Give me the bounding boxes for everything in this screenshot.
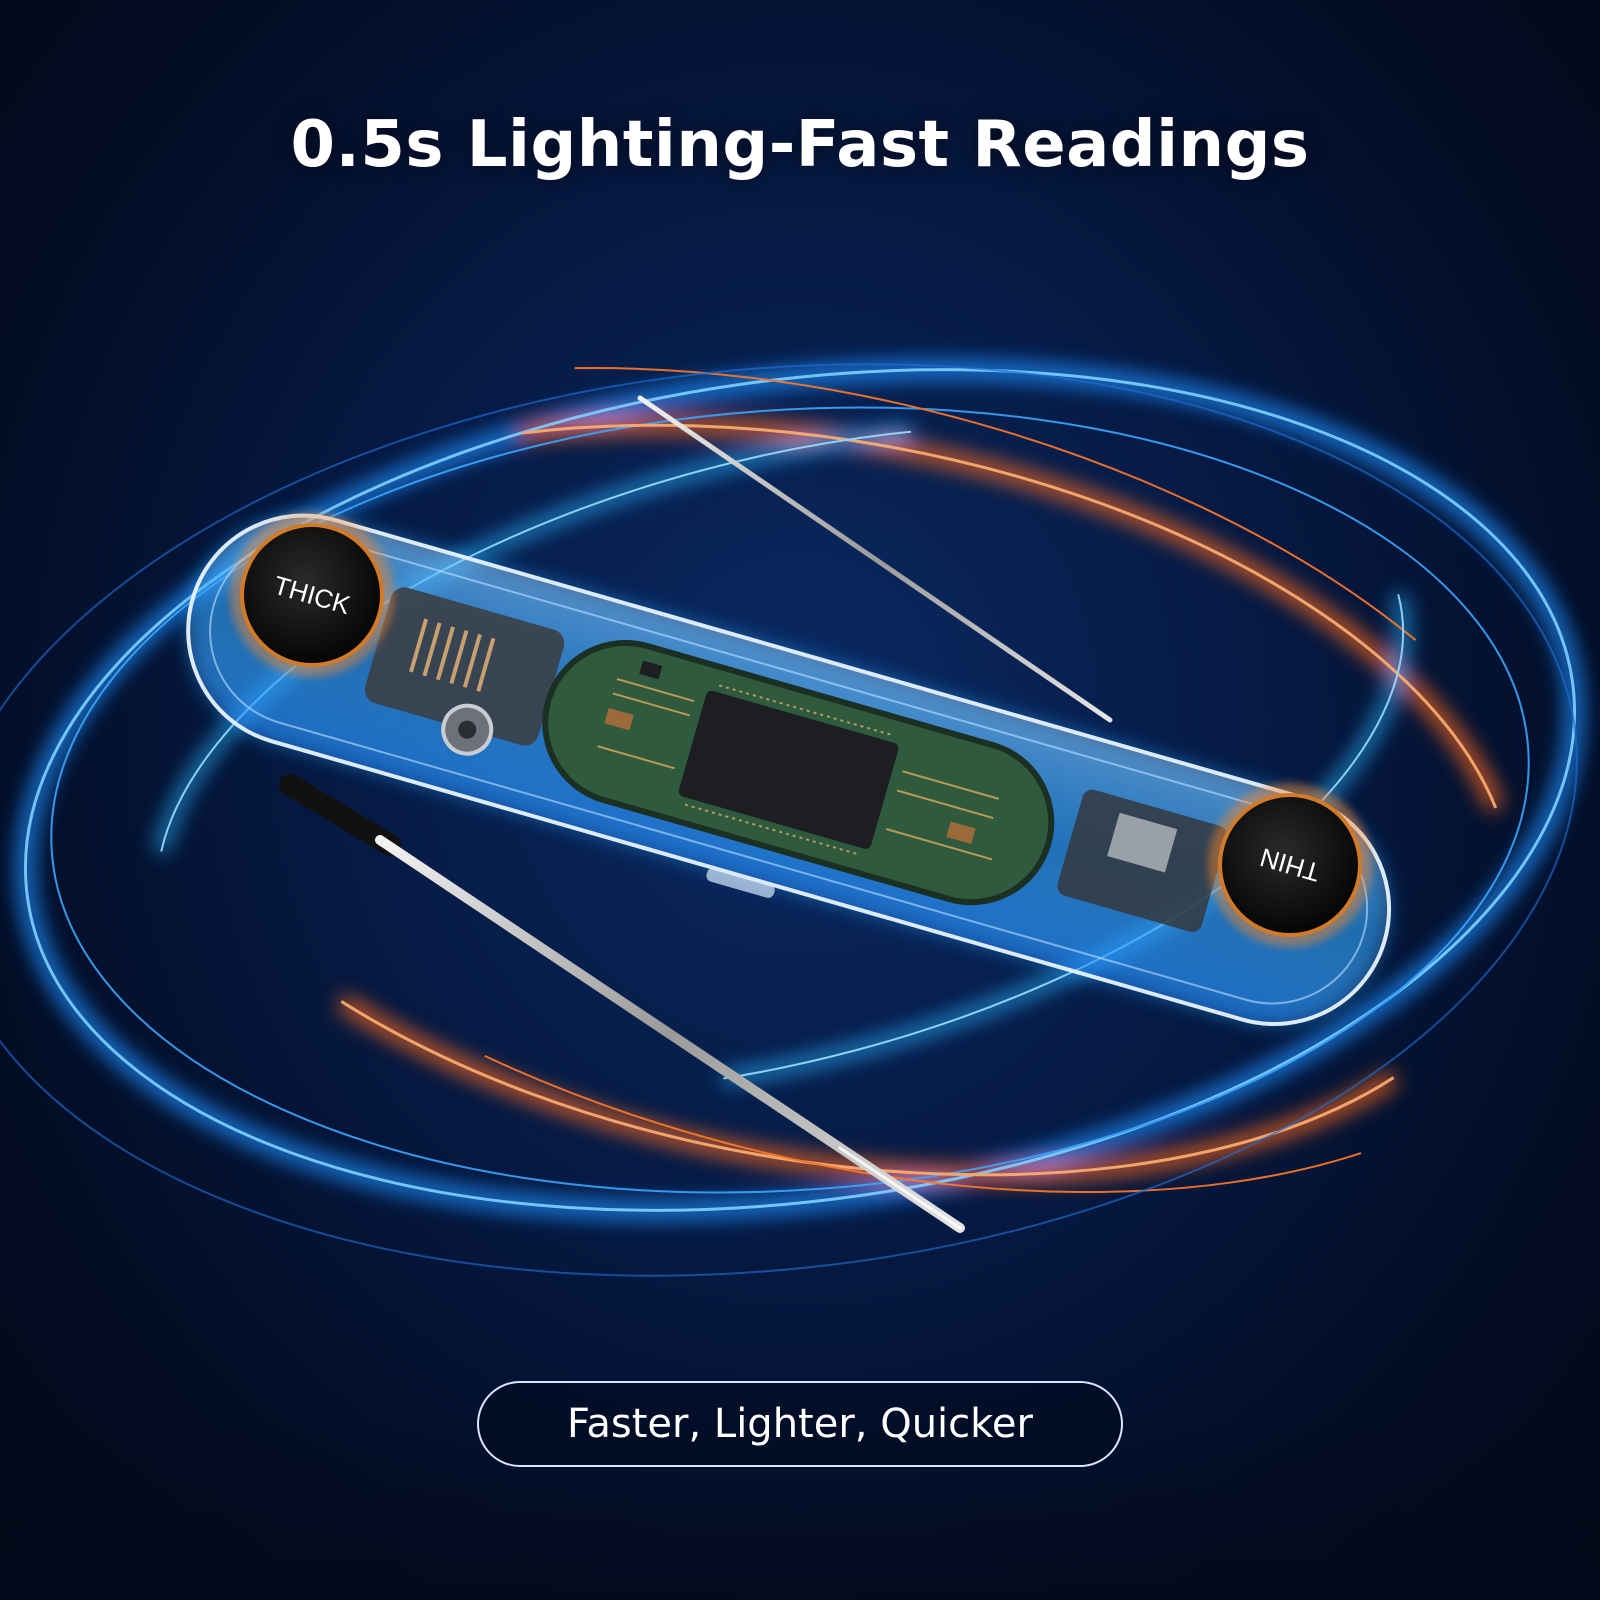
headline: 0.5s Lighting-Fast Readings bbox=[290, 108, 1310, 182]
tagline-pill: Faster, Lighter, Quicker bbox=[477, 1381, 1123, 1467]
probe-needle-back bbox=[637, 395, 1113, 723]
thick-button[interactable] bbox=[230, 513, 394, 677]
tagline-text: Faster, Lighter, Quicker bbox=[567, 1401, 1033, 1447]
probe-needle-front bbox=[279, 774, 965, 1233]
thin-button[interactable] bbox=[1208, 783, 1372, 947]
thermometer-body bbox=[186, 513, 1392, 1027]
light-swirls bbox=[0, 360, 1585, 1277]
